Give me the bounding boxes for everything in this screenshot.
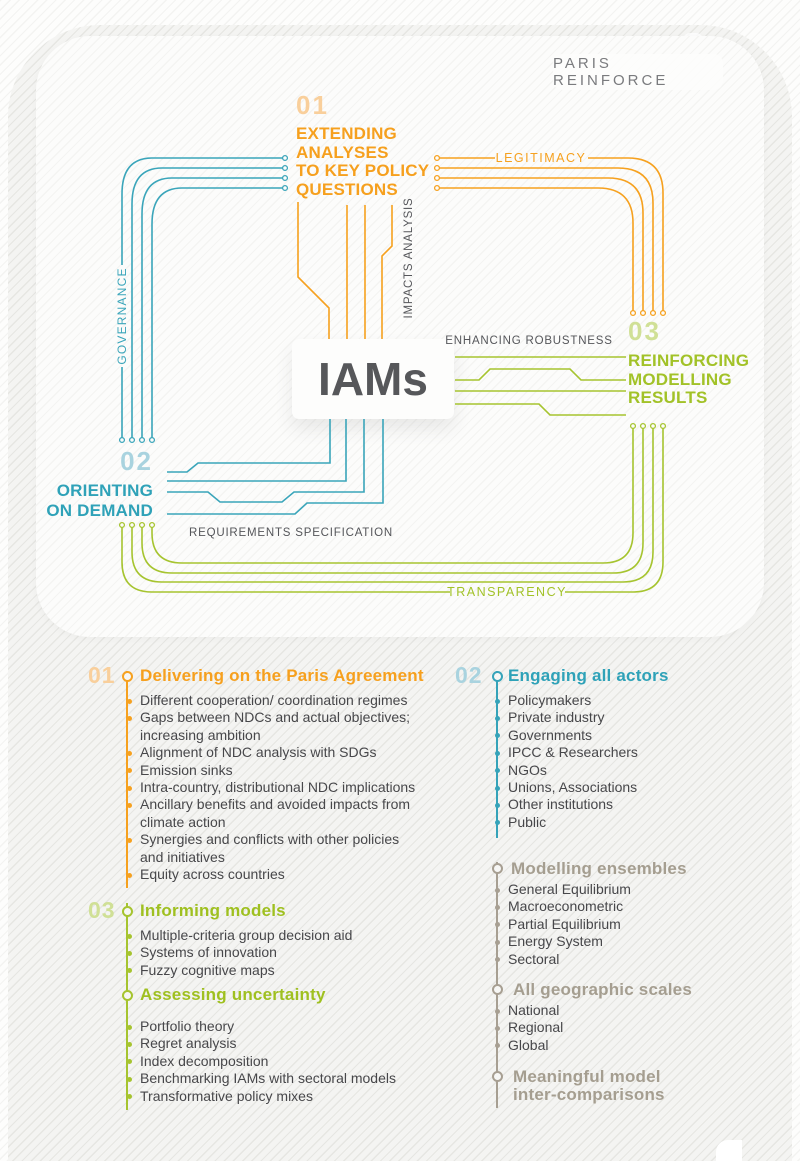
list-item: Ancillary benefits and avoided impacts f… xyxy=(127,796,452,831)
list-item: Policymakers xyxy=(495,692,758,709)
section-title-ensembles: Modelling ensembles xyxy=(511,859,687,878)
section-ring-01 xyxy=(121,670,133,682)
node-03-line: RESULTS xyxy=(628,388,708,407)
list-item: Equity across countries xyxy=(127,866,452,883)
decorative-corner-bottom xyxy=(716,1140,742,1161)
list-item: Alignment of NDC analysis with SDGs xyxy=(127,744,452,761)
list-item: General Equilibrium xyxy=(495,881,758,898)
node-02-orienting-on-demand: 02 ORIENTING ON DEMAND xyxy=(40,446,153,520)
list-item: Benchmarking IAMs with sectoral models xyxy=(127,1070,452,1087)
node-01-line: EXTENDING xyxy=(296,124,397,143)
list-item: Different cooperation/ coordination regi… xyxy=(127,692,452,709)
list-item: Other institutions xyxy=(495,796,758,813)
list-item: Unions, Associations xyxy=(495,779,758,796)
node-01-number: 01 xyxy=(296,90,329,120)
teal-traces xyxy=(121,157,384,515)
section-ring-ensembles xyxy=(491,862,503,874)
iams-label: IAMs xyxy=(318,353,428,405)
list-item: Partial Equilibrium xyxy=(495,916,758,933)
list-item: Multiple-criteria group decision aid xyxy=(127,927,452,944)
list-item: Global xyxy=(495,1037,758,1054)
section-line-03 xyxy=(126,903,128,1110)
section-line-01 xyxy=(126,671,128,888)
list-item: Private industry xyxy=(495,709,758,726)
edge-label-requirements-specification: REQUIREMENTS SPECIFICATION xyxy=(189,527,393,539)
list-item: Macroeconometric xyxy=(495,898,758,915)
section-number-01: 01 xyxy=(88,662,116,688)
list-item: Governments xyxy=(495,727,758,744)
section-title-delivering: Delivering on the Paris Agreement xyxy=(140,666,424,685)
list-item: National xyxy=(495,1002,758,1019)
item-list-delivering: Different cooperation/ coordination regi… xyxy=(127,692,452,883)
node-02-line: ON DEMAND xyxy=(46,500,153,520)
list-item: Gaps between NDCs and actual objectives;… xyxy=(127,709,452,744)
list-item: Regret analysis xyxy=(127,1035,452,1052)
green-traces xyxy=(121,356,664,593)
section-number-02: 02 xyxy=(455,662,483,688)
list-item: Fuzzy cognitive maps xyxy=(127,962,452,979)
node-01-line: QUESTIONS xyxy=(296,179,398,199)
badge-label: PARIS REINFORCE xyxy=(553,55,669,89)
list-item: Transformative policy mixes xyxy=(127,1088,452,1105)
circuit-lines xyxy=(118,154,667,593)
list-item: Public xyxy=(495,814,758,831)
node-03-reinforcing-results: 03 REINFORCING MODELLING RESULTS xyxy=(628,316,749,408)
section-ring-assessing xyxy=(121,989,133,1001)
edge-label-legitimacy: LEGITIMACY xyxy=(495,151,587,165)
node-03-line: REINFORCING xyxy=(628,351,750,370)
paris-reinforce-badge: PARIS REINFORCE xyxy=(553,54,723,90)
section-title-assessing: Assessing uncertainty xyxy=(140,985,326,1004)
section-title-comparisons: Meaningful model inter-comparisons xyxy=(513,1067,665,1104)
list-item: IPCC & Researchers xyxy=(495,744,758,761)
edge-label-enhancing-robustness: ENHANCING ROBUSTNESS xyxy=(445,335,613,347)
orange-traces xyxy=(297,157,664,339)
node-02-number: 02 xyxy=(120,446,153,476)
teal-endpoint-dots xyxy=(118,154,289,444)
edge-label-transparency: TRANSPARENCY xyxy=(447,585,567,599)
list-item: Portfolio theory xyxy=(127,1018,452,1035)
list-item: Index decomposition xyxy=(127,1053,452,1070)
section-ring-02 xyxy=(491,670,503,682)
section-ring-scales xyxy=(491,983,503,995)
orange-endpoint-dots xyxy=(433,154,667,317)
node-02-line: ORIENTING xyxy=(56,481,153,500)
node-01-line: ANALYSES xyxy=(296,142,389,162)
node-01-line: TO KEY POLICY xyxy=(296,161,430,180)
list-item: Sectoral xyxy=(495,951,758,968)
list-item: Energy System xyxy=(495,933,758,950)
edge-label-governance: GOVERNANCE xyxy=(115,267,129,365)
list-item: Emission sinks xyxy=(127,762,452,779)
section-ring-03 xyxy=(121,905,133,917)
list-item: Systems of innovation xyxy=(127,944,452,961)
node-03-number: 03 xyxy=(628,316,661,346)
edge-label-impacts-analysis: IMPACTS ANALYSIS xyxy=(403,197,415,319)
section-title-informing: Informing models xyxy=(140,901,286,920)
iams-center-node: IAMs xyxy=(292,339,454,419)
list-item: NGOs xyxy=(495,762,758,779)
section-number-03: 03 xyxy=(88,897,116,923)
section-title-engaging: Engaging all actors xyxy=(508,666,669,685)
node-03-line: MODELLING xyxy=(628,369,732,389)
section-title-scales: All geographic scales xyxy=(513,980,692,999)
section-ring-comparisons xyxy=(491,1070,503,1082)
node-01-extending-analyses: 01 EXTENDING ANALYSES TO KEY POLICY QUES… xyxy=(296,90,429,199)
list-item: Regional xyxy=(495,1019,758,1036)
list-item: Synergies and conflicts with other polic… xyxy=(127,831,452,866)
list-item: Intra-country, distributional NDC implic… xyxy=(127,779,452,796)
green-endpoint-dots xyxy=(118,422,667,529)
